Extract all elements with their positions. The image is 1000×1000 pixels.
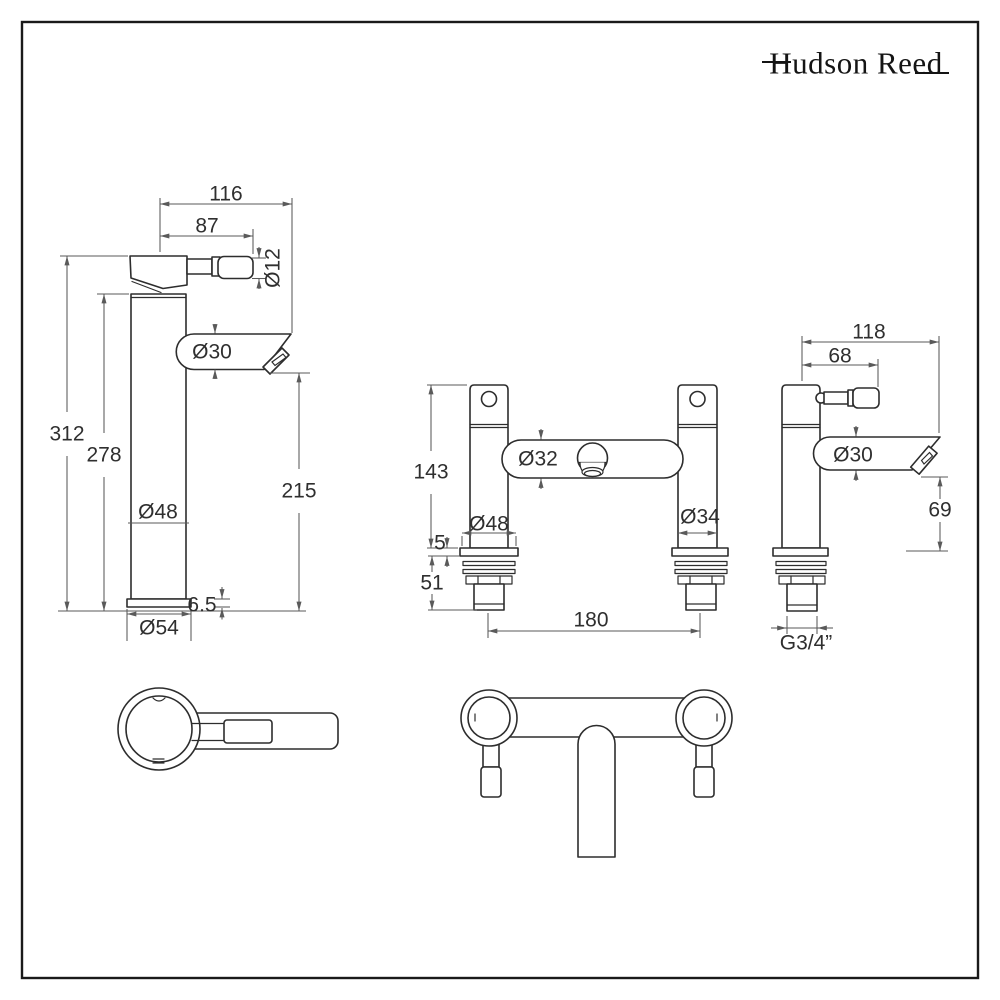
pillar-tap-drawing: 118 68 Ø30 69 G3/4” (771, 321, 952, 655)
filler-plan-left-inner-head (467, 696, 511, 740)
dim-pillar-total-width: 118 (852, 321, 885, 344)
pillar-tap-lever-rod (823, 391, 849, 405)
tall-mixer-lever-grip (217, 255, 254, 280)
dim-filler-body-height: 143 (413, 461, 448, 484)
bath-filler-right-tail (685, 583, 717, 611)
tall-mixer-housing-seam (131, 280, 162, 294)
tall-mixer-drawing: 116 87 Ø12 Ø30 312 278 215 Ø48 6.5 Ø54 (49, 183, 317, 641)
bath-filler-outlet-inner (583, 469, 602, 478)
brand-logo: Hudson Reed (762, 46, 949, 81)
bath-filler-left-pillar (469, 384, 509, 549)
pillar-tap-washer-1 (775, 560, 827, 567)
tall-mixer-handle-housing (129, 255, 188, 290)
bath-filler-right-washer-1 (674, 560, 728, 567)
dim-tall-body-dia: Ø48 (138, 501, 178, 524)
logo-text: Hudson Reed (769, 46, 942, 81)
bath-filler-plan-view (460, 689, 733, 858)
bath-filler-right-plate (671, 547, 729, 557)
tall-mixer-base-plate (126, 598, 192, 608)
bath-filler-left-pivot (480, 390, 498, 408)
dim-tall-total-height: 312 (49, 423, 84, 446)
bath-filler-right-pillar (677, 384, 718, 549)
pillar-tap-tail (786, 583, 818, 612)
dim-pillar-spout-dia: Ø30 (833, 444, 873, 467)
bath-filler-left-plate (459, 547, 519, 557)
bath-filler-left-nut (465, 575, 513, 585)
plan-lever-grip (223, 719, 273, 744)
plan-inner-body (125, 695, 193, 763)
plan-lever-neck (191, 722, 225, 742)
pillar-tap-base-plate (772, 547, 829, 557)
pillar-tap-column (781, 384, 821, 549)
pillar-tap-lever-grip (852, 387, 880, 409)
dim-pillar-thread-size: G3/4” (780, 632, 833, 655)
page-border (20, 20, 980, 980)
bath-filler-right-nut-facets (689, 575, 713, 585)
bath-filler-right-pivot (689, 390, 706, 408)
bath-filler-right-washer-2 (674, 568, 728, 575)
tall-mixer-plan-view (117, 687, 339, 771)
dim-tall-total-width: 116 (209, 183, 242, 206)
dim-filler-pillar-dia: Ø34 (680, 506, 720, 529)
tall-mixer-aerator-slot (271, 353, 287, 367)
bath-filler-right-nut (677, 575, 725, 585)
plan-index-mark-bottom (152, 758, 165, 764)
dim-tall-spout-height: 215 (281, 480, 316, 503)
dim-filler-tap-centres: 180 (573, 609, 608, 632)
tall-mixer-spout (175, 333, 292, 371)
tall-mixer-column (130, 293, 187, 600)
pillar-tap-nut (778, 575, 826, 585)
dim-filler-deck-thickness: 5 (434, 532, 446, 555)
bath-filler-left-nut-facets (477, 575, 501, 585)
pillar-tap-aerator-slot (920, 451, 934, 465)
tall-mixer-body (126, 255, 292, 608)
dim-filler-base-dia: Ø48 (469, 513, 509, 536)
dim-tall-base-height: 6.5 (187, 594, 216, 617)
pillar-tap-nut-facets (790, 575, 814, 585)
dim-tall-spout-dia: Ø30 (192, 341, 232, 364)
pillar-tap-spout (812, 436, 941, 471)
dim-pillar-spout-height: 69 (928, 499, 951, 522)
dim-filler-spout-body-dia: Ø32 (518, 448, 558, 471)
bath-filler-left-tail (473, 583, 505, 611)
dim-tall-body-height: 278 (86, 444, 121, 467)
pillar-tap-cap-joint (781, 423, 821, 429)
tall-mixer-dimensions: 116 87 Ø12 Ø30 312 278 215 Ø48 6.5 Ø54 (49, 183, 317, 641)
filler-plan-spout (577, 724, 616, 858)
plan-index-mark-top (152, 697, 166, 702)
dim-tall-base-dia: Ø54 (139, 617, 179, 640)
pillar-tap-dimensions: 118 68 Ø30 69 G3/4” (771, 321, 952, 655)
dim-tall-handle-dia: Ø12 (262, 248, 285, 288)
bath-filler-left-washer-2 (462, 568, 516, 575)
bath-filler-cap-joints (469, 423, 718, 429)
dim-tall-handle-reach: 87 (195, 215, 218, 238)
filler-plan-left-lever-grip (480, 766, 502, 798)
pillar-tap-washer-2 (775, 568, 827, 575)
tall-mixer-lever-rod (186, 258, 213, 275)
bath-filler-left-washer-1 (462, 560, 516, 567)
pillar-tap-body (772, 384, 941, 612)
dim-filler-thread-length: 51 (420, 572, 443, 595)
bath-filler-drawing: 143 Ø32 Ø48 Ø34 5 51 180 (413, 384, 729, 638)
bath-filler-body (459, 384, 729, 611)
filler-plan-right-lever-grip (693, 766, 715, 798)
dim-pillar-handle-reach: 68 (828, 345, 851, 368)
bath-filler-dimensions: 143 Ø32 Ø48 Ø34 5 51 180 (413, 384, 720, 638)
filler-plan-right-inner-head (682, 696, 726, 740)
